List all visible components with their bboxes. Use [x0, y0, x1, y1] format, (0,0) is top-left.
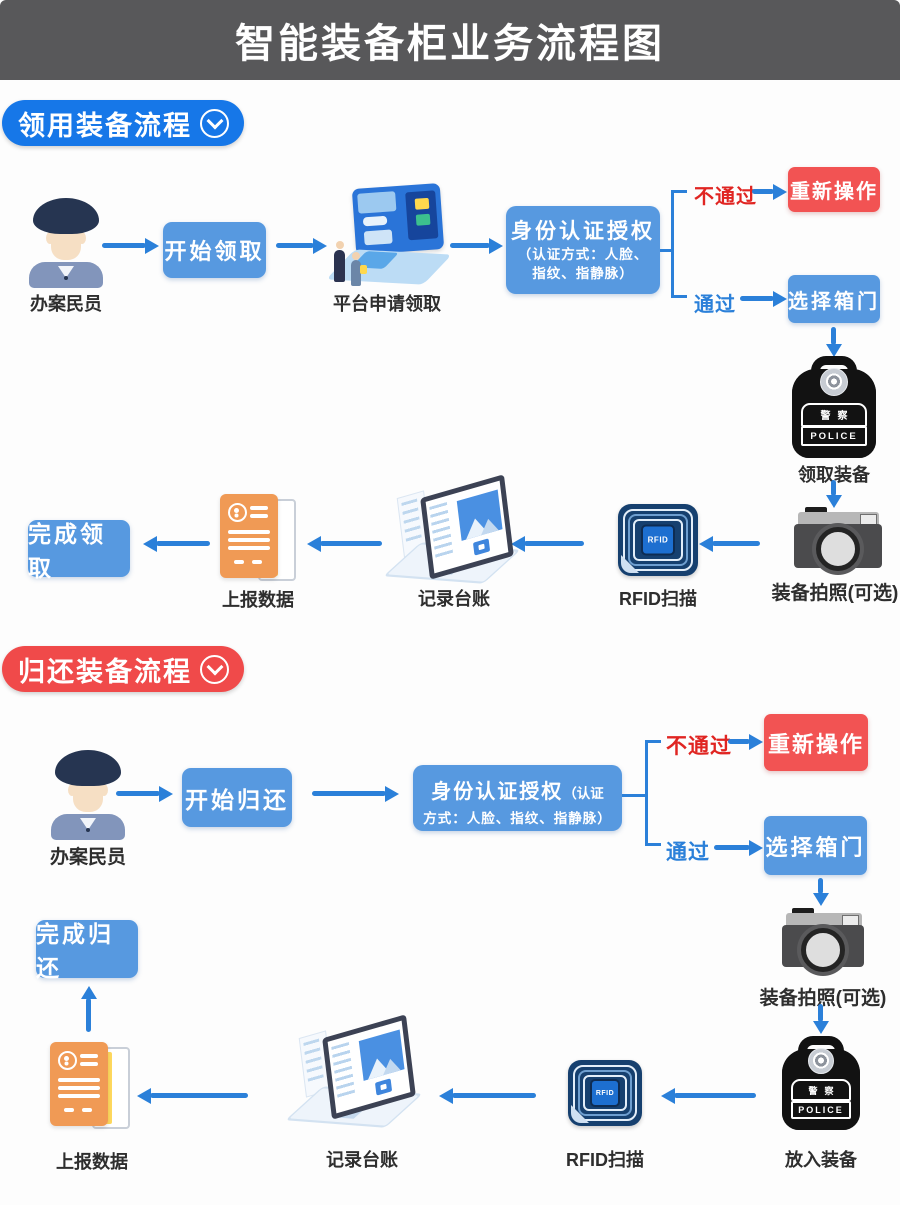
label-ledger-1: 记录台账	[418, 589, 490, 609]
arrow-down	[831, 480, 836, 496]
arrow-right	[276, 243, 314, 248]
branch-line	[645, 740, 648, 846]
backpack-cn-badge: 警察	[801, 402, 867, 427]
label-report-1: 上报数据	[222, 590, 294, 610]
rfid-chip-label: RFID	[590, 1079, 620, 1107]
auth-title-2: 身份认证授权	[431, 781, 564, 803]
arrow-right	[450, 243, 490, 248]
section2-header-label: 归还装备流程	[18, 656, 192, 687]
arrow-left	[156, 541, 210, 546]
start-pickup-node: 开始领取	[163, 222, 266, 278]
arrow-left	[674, 1093, 756, 1098]
label-ledger-2: 记录台账	[326, 1150, 398, 1170]
laptop-ledger-icon	[285, 1014, 423, 1128]
finish-pickup-node: 完成领取	[28, 520, 130, 581]
select-door-node-1: 选择箱门	[788, 275, 880, 323]
report-document-icon	[220, 494, 296, 581]
police-officer-icon	[46, 750, 130, 840]
chevron-down-icon	[200, 108, 229, 138]
report-document-icon	[50, 1042, 130, 1129]
arrow-left	[524, 541, 584, 546]
start-return-node: 开始归还	[182, 768, 292, 827]
branch-fail-label-2: 不通过	[666, 735, 732, 758]
select-door-node-2: 选择箱门	[764, 816, 867, 875]
branch-line	[671, 190, 674, 298]
label-photo-1: 装备拍照(可选)	[771, 583, 899, 604]
camera-icon	[782, 908, 864, 972]
arrow-right	[714, 845, 750, 850]
auth-sub1-1: （认证方式：人脸、	[517, 247, 649, 262]
auth-node-2: 身份认证授权（认证 方式：人脸、指纹、指静脉）	[413, 765, 622, 831]
section1-header-label: 领用装备流程	[18, 110, 192, 141]
camera-icon	[794, 507, 882, 572]
arrow-right	[116, 791, 160, 796]
laptop-ledger-icon	[383, 474, 521, 584]
branch-fail-label-1: 不通过	[694, 186, 757, 208]
rfid-chip-label: RFID	[641, 524, 675, 556]
branch-line	[660, 249, 674, 252]
branch-line	[622, 794, 648, 797]
chevron-down-icon	[200, 654, 229, 684]
branch-pass-label-2: 通过	[666, 841, 710, 864]
arrow-right	[102, 243, 146, 248]
label-officer-1: 办案民员	[30, 294, 102, 314]
label-photo-2: 装备拍照(可选)	[759, 988, 887, 1009]
auth-node-1: 身份认证授权 （认证方式：人脸、 指纹、指静脉）	[506, 206, 660, 294]
section2-header-pill: 归还装备流程	[2, 646, 244, 692]
arrow-left	[320, 541, 382, 546]
finish-return-node: 完成归还	[36, 920, 138, 981]
arrow-right	[752, 189, 774, 194]
police-emblem-icon	[820, 368, 848, 396]
label-platform: 平台申请领取	[333, 294, 441, 314]
police-officer-icon	[24, 198, 108, 288]
police-backpack-icon: 警察 POLICE	[782, 1036, 860, 1130]
label-report-2: 上报数据	[56, 1152, 128, 1172]
backpack-cn-badge: 警察	[790, 1079, 852, 1102]
branch-line	[671, 190, 687, 193]
arrow-up	[86, 998, 91, 1032]
branch-line	[645, 843, 661, 846]
auth-sub2-1: 指纹、指静脉）	[532, 266, 634, 281]
retry-node-2: 重新操作	[764, 714, 868, 771]
arrow-left	[452, 1093, 536, 1098]
person-avatar-icon	[58, 1051, 77, 1070]
section1-header-pill: 领用装备流程	[2, 100, 244, 146]
label-put-equipment: 放入装备	[785, 1150, 857, 1170]
backpack-en-badge: POLICE	[790, 1100, 852, 1119]
auth-inline-2: （认证	[563, 786, 604, 801]
branch-line	[645, 740, 661, 743]
auth-title-1: 身份认证授权	[511, 220, 655, 243]
page-title: 智能装备柜业务流程图	[235, 22, 665, 66]
backpack-en-badge: POLICE	[801, 426, 867, 447]
person-avatar-icon	[228, 503, 247, 522]
branch-pass-label-1: 通过	[694, 294, 736, 316]
arrow-down	[818, 1004, 823, 1022]
label-take-equipment: 领取装备	[798, 465, 870, 485]
police-backpack-icon: 警察 POLICE	[792, 356, 876, 458]
retry-node-1: 重新操作	[788, 167, 880, 212]
label-rfid-1: RFID扫描	[619, 589, 697, 609]
rfid-tag-icon: RFID	[568, 1060, 642, 1126]
title-bar: 智能装备柜业务流程图	[0, 0, 900, 80]
rfid-tag-icon: RFID	[618, 504, 698, 576]
branch-line	[671, 295, 687, 298]
arrow-down	[831, 327, 836, 345]
arrow-right	[312, 791, 386, 796]
arrow-left	[150, 1093, 248, 1098]
arrow-right	[740, 296, 774, 301]
label-officer-2: 办案民员	[49, 847, 126, 868]
arrow-down	[818, 878, 823, 894]
police-emblem-icon	[808, 1048, 834, 1074]
arrow-left	[712, 541, 760, 546]
arrow-right	[728, 739, 750, 744]
label-rfid-2: RFID扫描	[566, 1150, 644, 1170]
auth-sub2-2: 方式：人脸、指纹、指静脉）	[423, 811, 612, 826]
platform-illustration	[326, 183, 452, 288]
